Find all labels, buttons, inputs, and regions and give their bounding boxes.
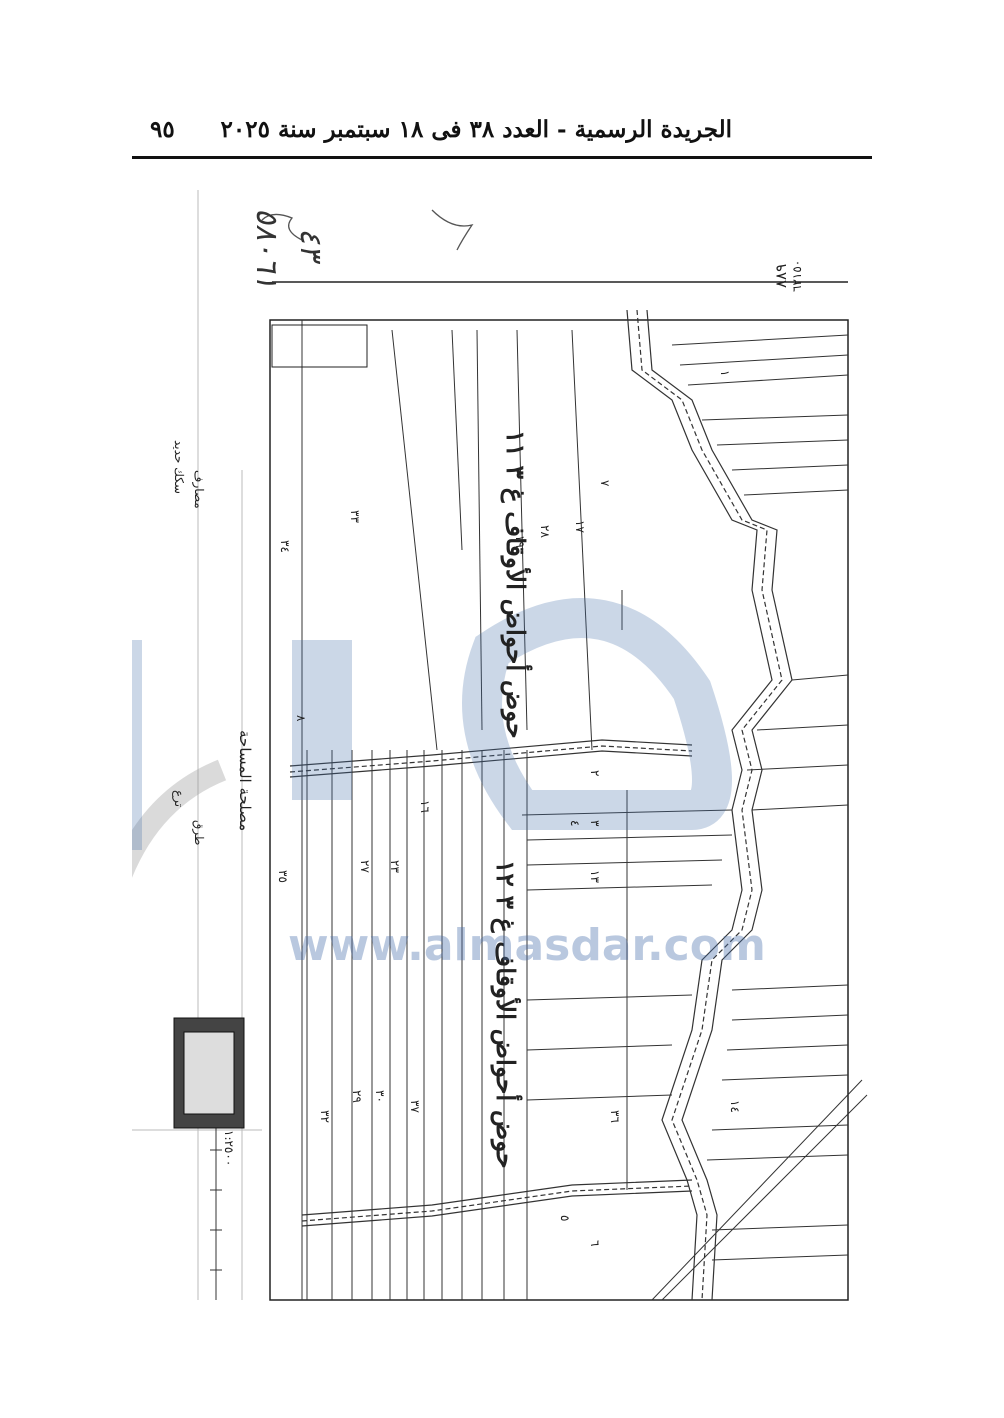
legend-title: مصلحة المساحة [236, 730, 254, 832]
page-header: الجريدة الرسمية - العدد ٣٨ فى ١٨ سبتمبر … [132, 112, 872, 158]
parcel-label: ٢٧ [358, 860, 372, 873]
parcel-label: ١٣ [588, 870, 602, 883]
parcel-label: ٢٩ [350, 1090, 364, 1103]
parcel-label: ٣٣ [348, 510, 362, 523]
legend-item-1: سكك حديد [172, 440, 186, 494]
parcel-label: ٦ [588, 1240, 602, 1247]
parcel-label: ١ [718, 370, 732, 377]
parcel-label: ٣٠ [373, 1090, 387, 1103]
parcel-label: ٤ [568, 820, 582, 827]
parcel-label: ١٦ [418, 800, 432, 813]
corner-code: ٦٢١٥٠ [790, 259, 804, 292]
scale-note: ١:٢٥٠٠ [222, 1130, 236, 1167]
parcel-label: ١٤ [728, 1100, 742, 1113]
basin-label-1: حوض أحواض الأوقاف غ ٣ ١١ [501, 430, 530, 739]
parcel-label: ٣٢ [318, 1110, 332, 1123]
parcel-label: ٢٣ [388, 860, 402, 873]
header-rule [132, 156, 872, 159]
parcel-label: ١٩ [513, 535, 527, 548]
parcel-label: ٢ [588, 770, 602, 777]
cadastral-map: حوض أحواض الأوقاف غ ٣ ١١ حوض أحواض الأوق… [132, 170, 872, 1305]
legend-item-3: ترع [172, 790, 186, 808]
map-drawing [132, 190, 868, 1301]
basin-label-2: حوض أحواض الأوقاف غ ٣ ١٢ [491, 860, 520, 1169]
parcel-label: ١٧ [573, 520, 587, 533]
corner-label: ٨٨٩ [772, 263, 790, 288]
gazette-title: الجريدة الرسمية - العدد ٣٨ فى ١٨ سبتمبر … [220, 116, 732, 143]
page-number: ٩٥ [150, 116, 175, 143]
parcel-label: ٣٥ [276, 870, 290, 883]
parcel-label: ٣ [588, 820, 602, 827]
parcel-label: ٣٦ [608, 1110, 622, 1123]
legend-item-4: طرق [192, 820, 206, 846]
parcel-label: ٣٧ [408, 1100, 422, 1113]
parcel-label: ٣٤ [278, 540, 292, 553]
legend-item-2: مصارف [192, 470, 206, 509]
map-frame [269, 319, 849, 1301]
parcel-label: ٧ [598, 480, 612, 487]
handwritten-note-1: ٤٣ [293, 228, 328, 261]
watermark-url: www.almasdar.com [288, 920, 766, 971]
parcel-label: ٨ [294, 715, 308, 722]
handwritten-note-2: ٥٨٠٦١ [249, 208, 284, 289]
parcel-label: ٥ [558, 1215, 572, 1222]
parcel-label: ٢٨ [538, 525, 552, 538]
